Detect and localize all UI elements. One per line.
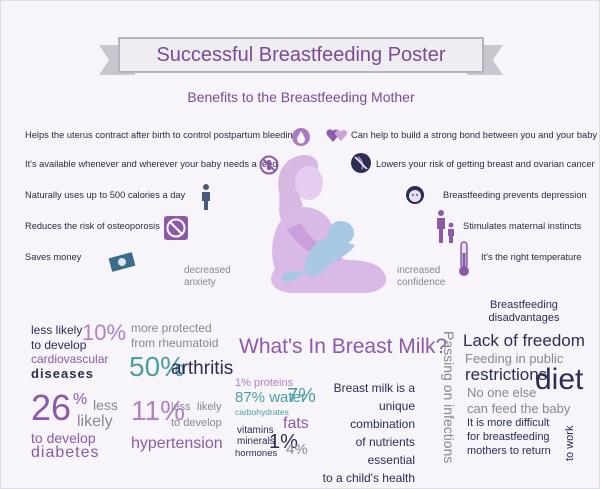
benefit-calories: Naturally uses up to 500 calories a day — [25, 190, 186, 200]
happy-face-icon — [406, 186, 424, 204]
poster-subtitle: Benefits to the Breastfeeding Mother — [187, 89, 415, 105]
milk-vitamins: vitamins — [237, 425, 274, 436]
mother-child-icon — [437, 210, 454, 243]
milk-description: Breast milk is a unique combination of n… — [315, 379, 415, 487]
stat-diabetes: 26 % less likely to develop diabetes — [31, 387, 126, 463]
stat-diabetes-pct-sign: % — [73, 391, 88, 408]
disadvantage-diet: diet — [535, 363, 584, 396]
milk-carbs-pct: 7% — [287, 385, 316, 407]
disadvantage-difficult-2: for breastfeeding — [467, 431, 550, 443]
disadvantage-restrictions: restrictions — [465, 365, 548, 384]
stat-arthritis-line2: from rheumatoid — [131, 336, 219, 350]
stat-cardio-line4: diseases — [31, 366, 94, 381]
milk-heading: What's In Breast Milk? — [239, 335, 448, 358]
stat-hypertension-line3: to develop — [171, 417, 222, 429]
milk-carbs: carbohydrates — [235, 407, 289, 417]
stat-arthritis-word: arthritis — [171, 358, 234, 379]
stat-arthritis-line1: more protected — [131, 321, 212, 335]
stat-diabetes-line2: likely — [77, 413, 113, 430]
stat-diabetes-pct: 26 — [31, 387, 72, 428]
drop-icon — [292, 128, 310, 146]
disadvantages-heading: Breastfeeding disadvantages — [481, 299, 567, 325]
decreased-anxiety-caption: decreased anxiety — [184, 265, 231, 288]
stat-cardio-line1: less likely — [31, 323, 83, 337]
disadvantage-can-feed: can feed the baby — [467, 401, 571, 416]
no-cancer-icon — [351, 153, 371, 173]
stat-diabetes-line1: less — [93, 397, 118, 413]
benefit-uterus: Helps the uterus contract after birth to… — [25, 130, 298, 140]
milk-small-pct: 1% — [269, 431, 298, 453]
no-bottle-icon — [259, 155, 279, 175]
benefit-instincts: Stimulates maternal instincts — [463, 221, 582, 231]
woman-figure-icon — [202, 184, 210, 210]
milk-desc-line1: Breast milk is a — [333, 381, 415, 395]
disadvantages-heading-line1: Breastfeeding — [490, 299, 558, 311]
disadvantages-heading-line2: disadvantages — [488, 312, 560, 324]
hearts-icon — [326, 129, 348, 142]
benefit-available: It's available whenever and wherever you… — [25, 159, 278, 169]
milk-fats-pct: 4% — [286, 441, 308, 458]
benefit-osteoporosis: Reduces the risk of osteoporosis — [25, 221, 160, 231]
benefit-temperature: It's the right temperature — [481, 252, 582, 262]
disadvantage-difficult-3: mothers to return — [467, 445, 551, 457]
milk-hormones: hormones — [235, 448, 278, 459]
disadvantage-freedom: Lack of freedom — [463, 331, 585, 350]
milk-desc-line3: of nutrients essential — [355, 435, 415, 467]
disadvantage-public: Feeding in public — [465, 351, 564, 366]
disadvantage-no-one: No one else — [467, 385, 537, 400]
stat-cardio-line3: cardiovascular — [31, 352, 109, 366]
mother-baby-illustration — [271, 155, 387, 293]
milk-minerals: minerals — [237, 436, 275, 447]
stat-cardio-line2: to develop — [31, 338, 87, 352]
milk-desc-line2: unique combination — [350, 399, 415, 431]
increased-confidence-caption: increased confidence — [397, 265, 446, 288]
poster-title: Successful Breastfeeding Poster — [156, 43, 446, 66]
stat-diabetes-line4: diabetes — [31, 444, 100, 461]
disadvantage-to-work: to work — [564, 425, 576, 461]
stat-cardio-pct: 10% — [82, 320, 127, 345]
stat-hypertension-pct: 11% — [131, 395, 185, 426]
benefit-cancer: Lowers your risk of getting breast and o… — [376, 159, 595, 169]
no-bone-icon — [164, 216, 188, 240]
milk-desc-line4: to a child's health — [322, 471, 415, 485]
title-banner: Successful Breastfeeding Poster — [118, 37, 484, 73]
money-icon — [108, 252, 136, 272]
stat-hypertension-line2: likely — [197, 401, 222, 413]
stat-hypertension-word: hypertension — [131, 435, 223, 452]
thermometer-icon — [459, 241, 469, 276]
stat-arthritis-pct: 50% — [129, 351, 186, 382]
stat-hypertension: 11% less likely to develop hypertension — [131, 395, 231, 463]
stat-diabetes-line3: to develop — [31, 430, 96, 446]
benefit-bond: Can help to build a strong bond between … — [351, 130, 598, 140]
milk-water: 87% water — [235, 389, 306, 406]
stat-hypertension-line1: less — [171, 401, 191, 413]
stat-arthritis: more protected from rheumatoid 50% arthr… — [129, 321, 233, 391]
milk-proteins: 1% proteins — [235, 377, 294, 389]
milk-fats: fats — [283, 415, 309, 432]
benefit-depression: Breastfeeding prevents depression — [443, 190, 587, 200]
disadvantage-difficult-1: It is more difficult — [467, 417, 550, 429]
benefit-money: Saves money — [25, 252, 82, 262]
disadvantage-infections: Passing on infections — [441, 331, 457, 464]
